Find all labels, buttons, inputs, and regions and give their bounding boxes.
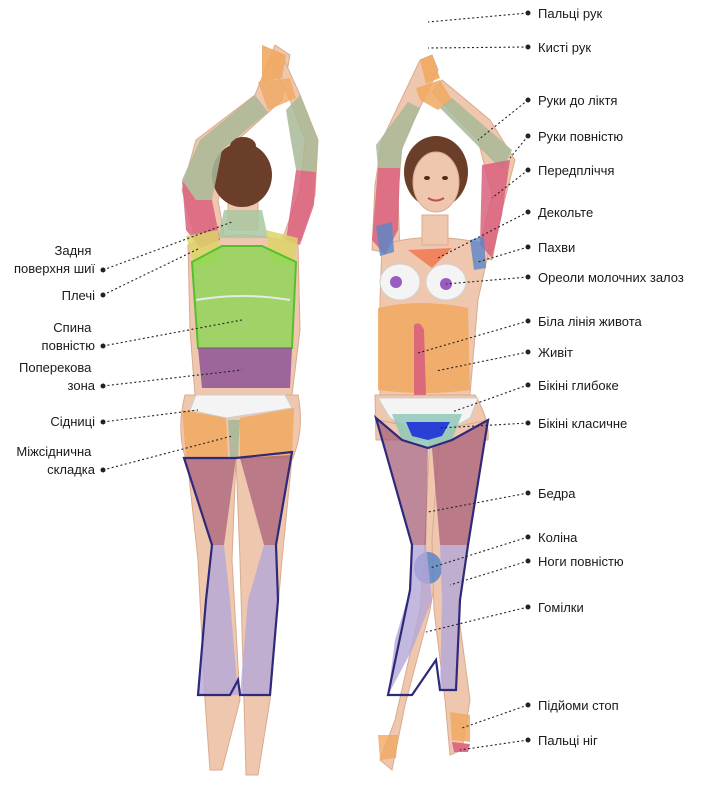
label-intergluteal: Міжсіднична складка xyxy=(16,444,95,477)
leader-dot xyxy=(526,45,531,50)
leader-dot xyxy=(101,420,106,425)
back-zone-buttock-left xyxy=(182,410,228,458)
label-shins: Гомілки xyxy=(538,600,584,615)
label-shoulders: Плечі xyxy=(62,288,96,303)
leader-dot xyxy=(526,383,531,388)
label-thighs: Бедра xyxy=(538,486,576,501)
leader-dot xyxy=(101,293,106,298)
leader-dot xyxy=(526,11,531,16)
leader-arms-full xyxy=(510,136,528,158)
leader-dot xyxy=(526,491,531,496)
front-face xyxy=(413,152,459,212)
leader-dot xyxy=(526,738,531,743)
leader-dot xyxy=(526,245,531,250)
label-lumbar: Поперекова зона xyxy=(19,360,96,393)
leader-dot xyxy=(101,344,106,349)
leader-dot xyxy=(526,535,531,540)
leader-dot xyxy=(526,98,531,103)
label-hands: Кисті рук xyxy=(538,40,591,55)
label-bikini-classic: Бікіні класичне xyxy=(538,416,627,431)
leader-dot xyxy=(526,168,531,173)
back-zone-lumbar xyxy=(198,348,292,388)
back-zone-upper-arm-right xyxy=(286,95,318,172)
front-zone-instep xyxy=(450,712,470,742)
label-forearm: Передпліччя xyxy=(538,163,614,178)
back-zone-forearm-right xyxy=(286,170,316,245)
back-zone-intergluteal xyxy=(228,420,240,458)
leader-toes xyxy=(460,740,528,750)
front-zone-areola-right xyxy=(390,276,402,288)
label-armpits: Пахви xyxy=(538,240,575,255)
label-toes: Пальці ніг xyxy=(538,733,598,748)
label-fingers: Пальці рук xyxy=(538,6,602,21)
label-bikini-deep: Бікіні глибоке xyxy=(538,378,619,393)
leader-dot xyxy=(526,275,531,280)
eye-left xyxy=(442,176,448,180)
leader-dot xyxy=(526,703,531,708)
label-decollete: Декольте xyxy=(538,205,593,220)
leader-dot xyxy=(526,605,531,610)
leader-dot xyxy=(101,268,106,273)
front-foot-right-zone xyxy=(378,735,398,760)
back-labels: Задня поверхня шиї Плечі Спина повністю … xyxy=(14,243,96,477)
leader-instep xyxy=(462,705,528,728)
label-legs-full: Ноги повністю xyxy=(538,554,624,569)
front-zone-forearm-left xyxy=(480,160,510,258)
leader-dot xyxy=(526,134,531,139)
leader-dot xyxy=(526,421,531,426)
front-labels: Пальці рук Кисті рук Руки до ліктя Руки … xyxy=(538,6,684,748)
leader-shoulders xyxy=(103,248,200,295)
front-neck xyxy=(422,215,448,245)
leader-dot xyxy=(101,468,106,473)
label-knees: Коліна xyxy=(538,530,578,545)
leader-hands xyxy=(428,47,528,48)
leader-dot xyxy=(526,350,531,355)
leader-fingers xyxy=(428,13,528,22)
leader-dot xyxy=(526,319,531,324)
label-arms-full: Руки повністю xyxy=(538,129,623,144)
leader-dot xyxy=(101,384,106,389)
label-arms-to-elbow: Руки до ліктя xyxy=(538,93,617,108)
front-zone-toes-left xyxy=(452,742,470,752)
label-full-back: Спина повністю xyxy=(42,320,96,353)
label-buttocks: Сідниці xyxy=(50,414,95,429)
label-abdomen: Живіт xyxy=(538,345,573,360)
eye-right xyxy=(424,176,430,180)
leader-dot xyxy=(526,210,531,215)
leader-dot xyxy=(526,559,531,564)
label-linea-alba: Біла лінія живота xyxy=(538,314,643,329)
label-neck-back: Задня поверхня шиї xyxy=(14,243,95,276)
front-figure xyxy=(372,55,515,770)
label-instep: Підйоми стоп xyxy=(538,698,619,713)
label-areolas: Ореоли молочних залоз xyxy=(538,270,684,285)
back-figure xyxy=(181,45,318,775)
